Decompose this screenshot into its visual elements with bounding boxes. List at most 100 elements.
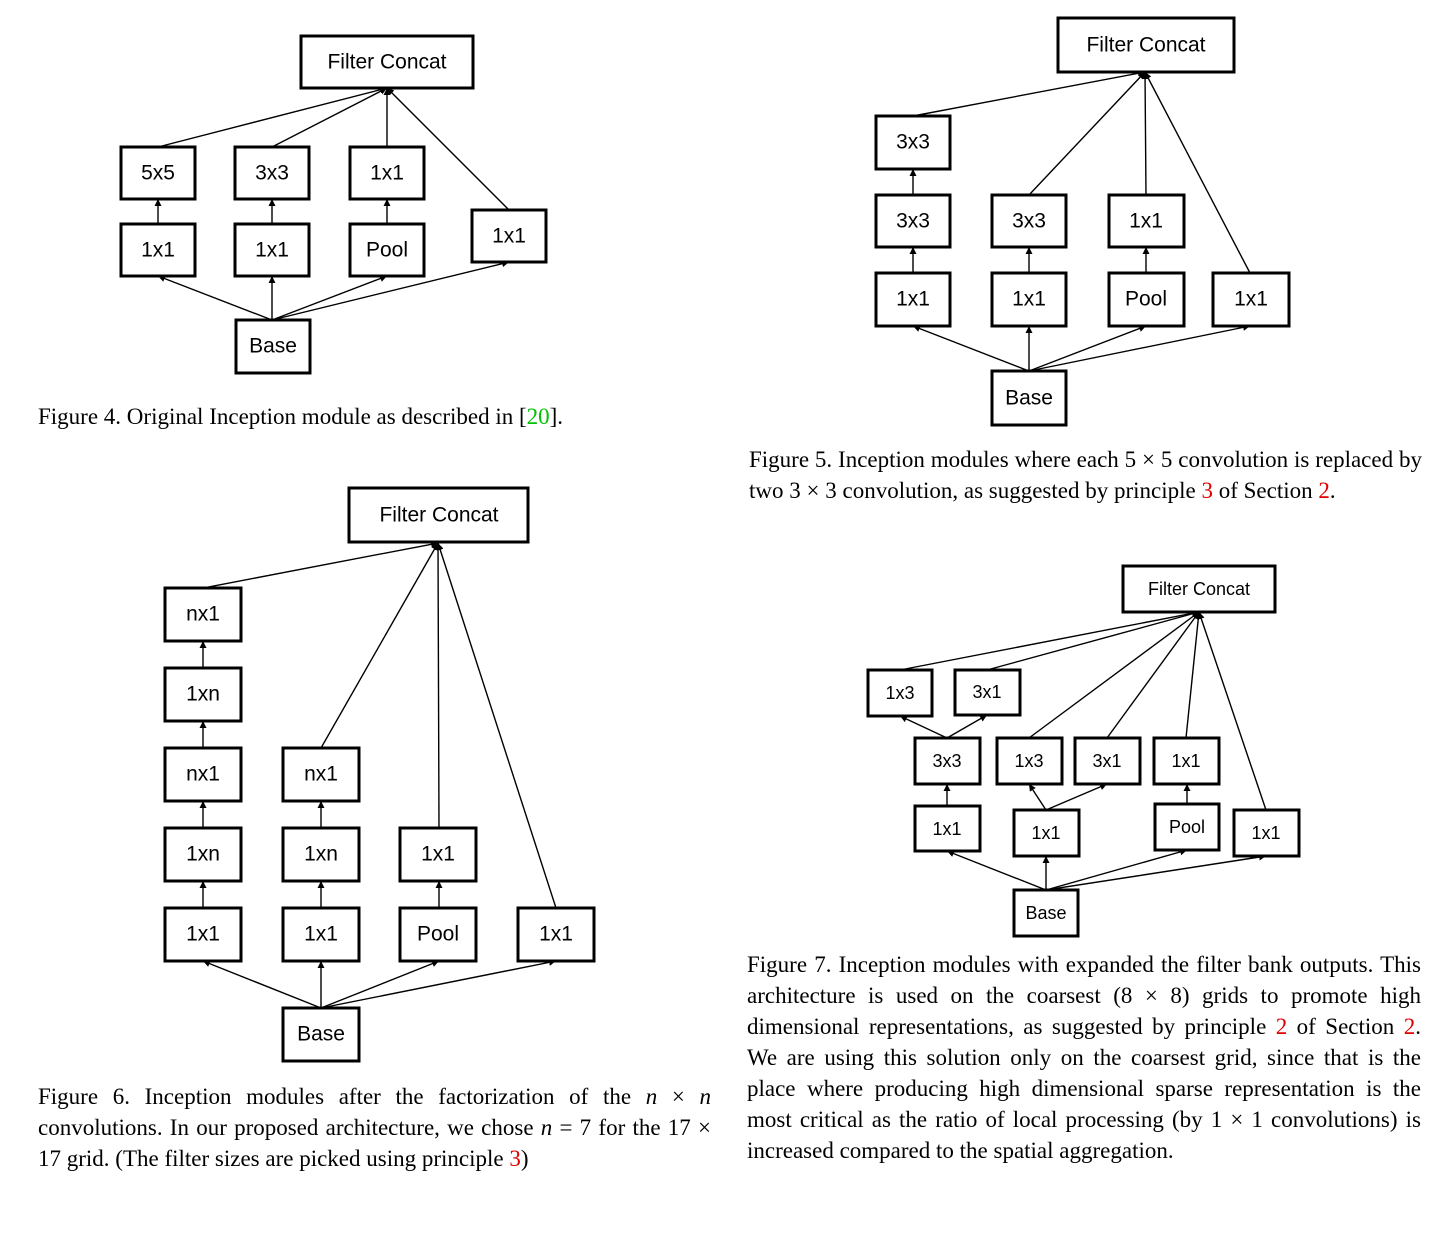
node-label: Base [297, 1023, 345, 1046]
caption-text: grids to promote high dimensional repres… [747, 983, 1421, 1039]
conv-node [1107, 193, 1186, 249]
node-label: 1xn [304, 843, 338, 866]
section-link[interactable]: 2 [1318, 478, 1330, 503]
edge [1045, 848, 1188, 891]
edge [1028, 323, 1251, 372]
conv-node [874, 271, 952, 328]
math-variable: n [699, 1084, 712, 1109]
principle-link[interactable]: 3 [1201, 478, 1213, 503]
caption-text: convolution is replaced by two [749, 447, 1422, 503]
caption-text: Figure 6. Inception modules after the fa… [38, 1084, 646, 1109]
node-label: 1x1 [1234, 288, 1268, 311]
edge [1197, 611, 1267, 811]
edge [946, 850, 1047, 891]
figure-5-caption: Figure 5. Inception modules where each 5… [749, 444, 1422, 506]
filter-concat-node [1056, 16, 1236, 74]
edge [899, 715, 948, 739]
edge [1106, 611, 1200, 739]
base-node [234, 318, 312, 375]
section-link[interactable]: 2 [1403, 1014, 1416, 1039]
caption-text: grid. (The filter sizes are picked using… [61, 1146, 510, 1171]
conv-node [995, 736, 1064, 786]
conv-node [233, 145, 311, 201]
edge [1028, 325, 1147, 372]
node-label: 1x1 [932, 819, 961, 839]
caption-text: convolutions) is increased compared to t… [747, 1107, 1421, 1163]
conv-node [1152, 736, 1221, 786]
edge [320, 542, 439, 749]
math-expression: 17 × 17 [38, 1115, 711, 1171]
math-expression: 5 × 5 [1124, 447, 1173, 472]
caption-text: ]. [549, 404, 564, 429]
conv-node [1073, 736, 1142, 786]
node-label: Pool [417, 923, 459, 946]
principle-link[interactable]: 3 [509, 1146, 521, 1171]
caption-text: . [1329, 478, 1336, 503]
conv-node [913, 736, 982, 786]
node-label: 1x1 [1031, 823, 1060, 843]
node-label: 1xn [186, 683, 220, 706]
conv-node [866, 668, 934, 718]
node-label: Base [1005, 387, 1053, 410]
conv-node [163, 826, 243, 883]
caption-text: of Section [1212, 478, 1319, 503]
figure-4-caption: Figure 4. Original Inception module as d… [38, 401, 678, 432]
node-label: Pool [1169, 817, 1205, 837]
conv-node [348, 145, 426, 201]
edge [202, 960, 322, 1009]
caption-text: convolution, as suggested by principle [836, 478, 1202, 503]
conv-node [119, 222, 197, 278]
node-label: 1x1 [896, 288, 930, 311]
edge [434, 542, 442, 829]
node-label: 1x3 [885, 683, 914, 703]
base-node [990, 369, 1068, 427]
conv-node [470, 208, 548, 264]
node-label: 1x1 [186, 923, 220, 946]
edge [202, 540, 439, 589]
figure-4-diagram: Filter Concat 5x5 3x3 1x1 1x1 1x1 Pool 1… [119, 34, 548, 375]
node-label: 1x1 [304, 923, 338, 946]
caption-text: Figure 5. Inception modules where each [749, 447, 1125, 472]
node-label: nx1 [186, 763, 220, 786]
edge [320, 960, 440, 1009]
node-label: 1x1 [1171, 751, 1200, 771]
edge [986, 610, 1200, 671]
node-label: Filter Concat [327, 51, 446, 74]
node-label: 3x3 [1012, 210, 1046, 233]
math-expression: 1 × 1 [1210, 1107, 1263, 1132]
node-label: Filter Concat [1086, 34, 1205, 57]
pool-node [348, 222, 426, 278]
figure-5-diagram: Filter Concat 3x3 3x3 3x3 1x1 1x1 1x1 Po… [874, 16, 1291, 427]
conv-node [163, 586, 243, 643]
figure-7-diagram: Filter Concat 1x3 3x1 3x3 1x3 3x1 1x1 1x… [866, 564, 1301, 938]
conv-node [990, 271, 1068, 328]
math-expression: (8 × 8) [1113, 983, 1190, 1008]
node-label: 1x3 [1014, 751, 1043, 771]
math-expression: 3 × 3 [789, 478, 837, 503]
caption-text: convolutions. In our proposed architectu… [38, 1115, 541, 1140]
node-label: 3x3 [896, 210, 930, 233]
node-label: 3x3 [896, 131, 930, 154]
edge [1144, 71, 1251, 274]
conv-node [990, 193, 1068, 249]
node-label: Base [249, 335, 297, 358]
conv-node [233, 222, 311, 278]
node-label: 1x1 [370, 162, 404, 185]
principle-link[interactable]: 2 [1275, 1014, 1288, 1039]
base-node [281, 1006, 361, 1063]
caption-text: of Section [1287, 1014, 1404, 1039]
conv-node [1012, 808, 1081, 858]
caption-text: Figure 4. Original Inception module as d… [38, 404, 527, 429]
pool-node [1107, 271, 1186, 328]
citation-link[interactable]: 20 [526, 404, 550, 429]
node-label: 1xn [186, 843, 220, 866]
filter-concat-node [347, 486, 530, 544]
node-label: 3x1 [1092, 751, 1121, 771]
edge [1028, 611, 1200, 739]
math-expression: = 7 [552, 1115, 592, 1140]
conv-node [281, 826, 361, 883]
node-label: Pool [366, 239, 408, 262]
edge [912, 325, 1030, 372]
node-label: 1x1 [539, 923, 573, 946]
edge [946, 714, 988, 739]
